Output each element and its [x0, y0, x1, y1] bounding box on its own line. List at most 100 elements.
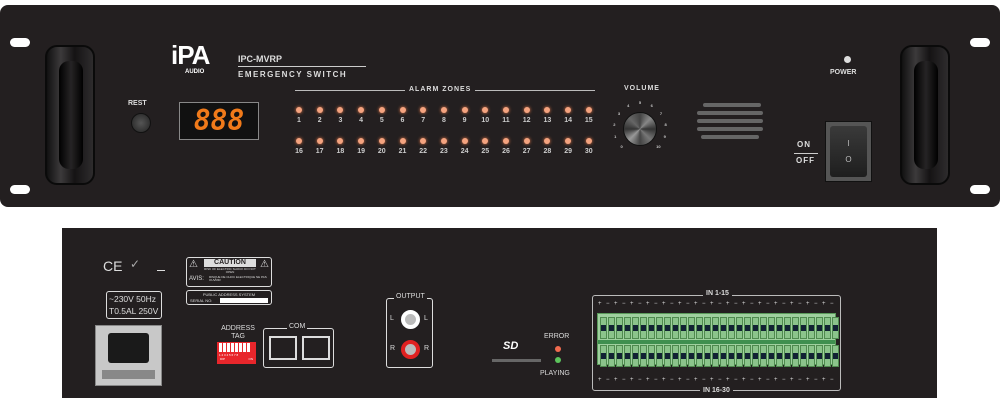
zone-led — [523, 138, 530, 144]
terminal[interactable] — [680, 317, 687, 339]
terminal[interactable] — [632, 345, 639, 367]
terminal[interactable] — [784, 317, 791, 339]
rca-output-right[interactable] — [401, 340, 420, 359]
terminal[interactable] — [728, 345, 735, 367]
terminal[interactable] — [696, 345, 703, 367]
system-label: PUBLIC ADDRESS SYSTEM SERIAL NO: — [186, 290, 272, 305]
terminal[interactable] — [800, 345, 807, 367]
terminal[interactable] — [648, 345, 655, 367]
terminal[interactable] — [832, 317, 839, 339]
zone-number: 23 — [439, 148, 448, 155]
volume-tick: 9 — [663, 134, 666, 140]
terminal[interactable] — [824, 345, 831, 367]
terminal[interactable] — [768, 345, 775, 367]
terminal[interactable] — [640, 317, 647, 339]
dip-toggle[interactable] — [219, 343, 222, 352]
rack-handle-left[interactable] — [45, 45, 95, 185]
terminal[interactable] — [816, 345, 823, 367]
reset-button[interactable] — [131, 113, 151, 133]
grille-slot — [697, 127, 763, 131]
terminal[interactable] — [608, 345, 615, 367]
terminal[interactable] — [672, 345, 679, 367]
com-port-2[interactable] — [302, 336, 330, 360]
terminal[interactable] — [744, 317, 751, 339]
terminal[interactable] — [752, 345, 759, 367]
com-port-1[interactable] — [269, 336, 297, 360]
polarity-mark: + — [598, 301, 602, 307]
terminal[interactable] — [696, 317, 703, 339]
terminal[interactable] — [720, 317, 727, 339]
zone-number: 15 — [584, 117, 593, 124]
terminal[interactable] — [824, 317, 831, 339]
terminal[interactable] — [776, 317, 783, 339]
rca-output-left[interactable] — [401, 310, 420, 329]
terminal[interactable] — [600, 317, 607, 339]
polarity-mark: + — [822, 377, 826, 383]
dip-toggle[interactable] — [223, 343, 226, 352]
terminal[interactable] — [600, 345, 607, 367]
terminal[interactable] — [656, 345, 663, 367]
dip-toggle[interactable] — [231, 343, 234, 352]
terminal[interactable] — [760, 317, 767, 339]
rack-handle-right[interactable] — [900, 45, 950, 185]
terminal[interactable] — [688, 345, 695, 367]
terminal[interactable] — [648, 317, 655, 339]
dip-toggle[interactable] — [227, 343, 230, 352]
terminal[interactable] — [720, 345, 727, 367]
terminal[interactable] — [680, 345, 687, 367]
polarity-mark: + — [662, 301, 666, 307]
terminal[interactable] — [712, 317, 719, 339]
dip-toggle[interactable] — [247, 343, 250, 352]
terminal[interactable] — [776, 345, 783, 367]
terminal[interactable] — [800, 317, 807, 339]
terminal[interactable] — [736, 345, 743, 367]
terminal[interactable] — [832, 345, 839, 367]
terminal[interactable] — [712, 345, 719, 367]
terminal[interactable] — [704, 317, 711, 339]
polarity-mark: + — [806, 301, 810, 307]
terminal[interactable] — [632, 317, 639, 339]
terminal[interactable] — [616, 317, 623, 339]
zone-number: 13 — [543, 117, 552, 124]
polarity-mark: − — [766, 377, 770, 383]
polarity-mark: − — [814, 377, 818, 383]
terminal[interactable] — [672, 317, 679, 339]
dip-toggle[interactable] — [243, 343, 246, 352]
sd-card-slot[interactable] — [492, 359, 541, 362]
terminal[interactable] — [744, 345, 751, 367]
dip-toggle[interactable] — [235, 343, 238, 352]
polarity-mark: − — [750, 301, 754, 307]
volume-knob[interactable] — [623, 112, 657, 146]
terminal[interactable] — [816, 317, 823, 339]
dip-toggle[interactable] — [239, 343, 242, 352]
terminal[interactable] — [640, 345, 647, 367]
terminal[interactable] — [664, 317, 671, 339]
terminal[interactable] — [616, 345, 623, 367]
terminal[interactable] — [728, 317, 735, 339]
terminal[interactable] — [792, 317, 799, 339]
terminal[interactable] — [808, 317, 815, 339]
terminal[interactable] — [752, 317, 759, 339]
terminal[interactable] — [624, 317, 631, 339]
terminal[interactable] — [736, 317, 743, 339]
terminal-block[interactable] — [597, 313, 839, 367]
polarity-mark: + — [646, 301, 650, 307]
power-switch[interactable]: I O — [825, 121, 872, 182]
volume-tick: 4 — [627, 102, 630, 108]
terminal[interactable] — [784, 345, 791, 367]
terminal[interactable] — [656, 317, 663, 339]
terminal[interactable] — [808, 345, 815, 367]
rack-slot — [970, 185, 990, 194]
terminal[interactable] — [624, 345, 631, 367]
terminal[interactable] — [704, 345, 711, 367]
iec-power-socket[interactable] — [95, 325, 162, 386]
terminal[interactable] — [664, 345, 671, 367]
alarm-zones-label: ALARM ZONES — [405, 86, 476, 94]
terminal[interactable] — [688, 317, 695, 339]
zone-number: 16 — [295, 148, 303, 155]
terminal[interactable] — [792, 345, 799, 367]
terminal[interactable] — [608, 317, 615, 339]
terminal[interactable] — [760, 345, 767, 367]
terminal[interactable] — [768, 317, 775, 339]
